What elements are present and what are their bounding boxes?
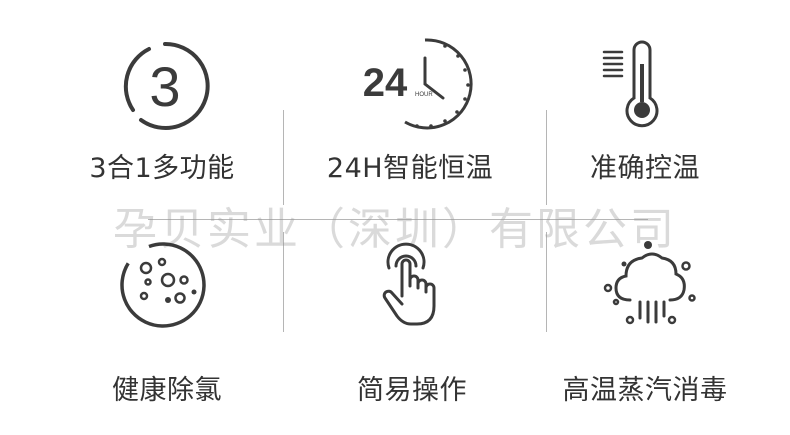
divider-horizontal [148,219,648,220]
number-three-circle-icon: 3 [119,40,211,132]
feature-label-steam-sterilization: 高温蒸汽消毒 [562,375,728,406]
divider-vertical-left-bottom [283,232,284,332]
feature-label-easy-operation: 简易操作 [357,375,467,406]
24-hour-clock-icon: 24 HOUR [355,36,475,132]
divider-vertical-left-top [283,110,284,205]
steam-cloud-icon [602,238,702,330]
chlorine-particles-icon [118,240,208,330]
thermometer-icon [600,40,670,130]
icon-digit-three: 3 [149,55,180,118]
feature-label-24h: 24H智能恒温 [326,153,494,184]
divider-vertical-right-bottom [546,232,547,332]
divider-vertical-right-top [546,110,547,205]
feature-label-chlorine: 健康除氯 [112,375,222,406]
company-watermark: 孕贝实业（深圳）有限公司 [113,204,677,255]
touch-finger-icon [375,236,445,328]
feature-label-3in1: 3合1多功能 [89,153,235,184]
feature-label-accurate-temp: 准确控温 [590,153,700,184]
icon-24-text: 24 [363,61,408,105]
icon-hour-text: HOUR [415,92,433,98]
